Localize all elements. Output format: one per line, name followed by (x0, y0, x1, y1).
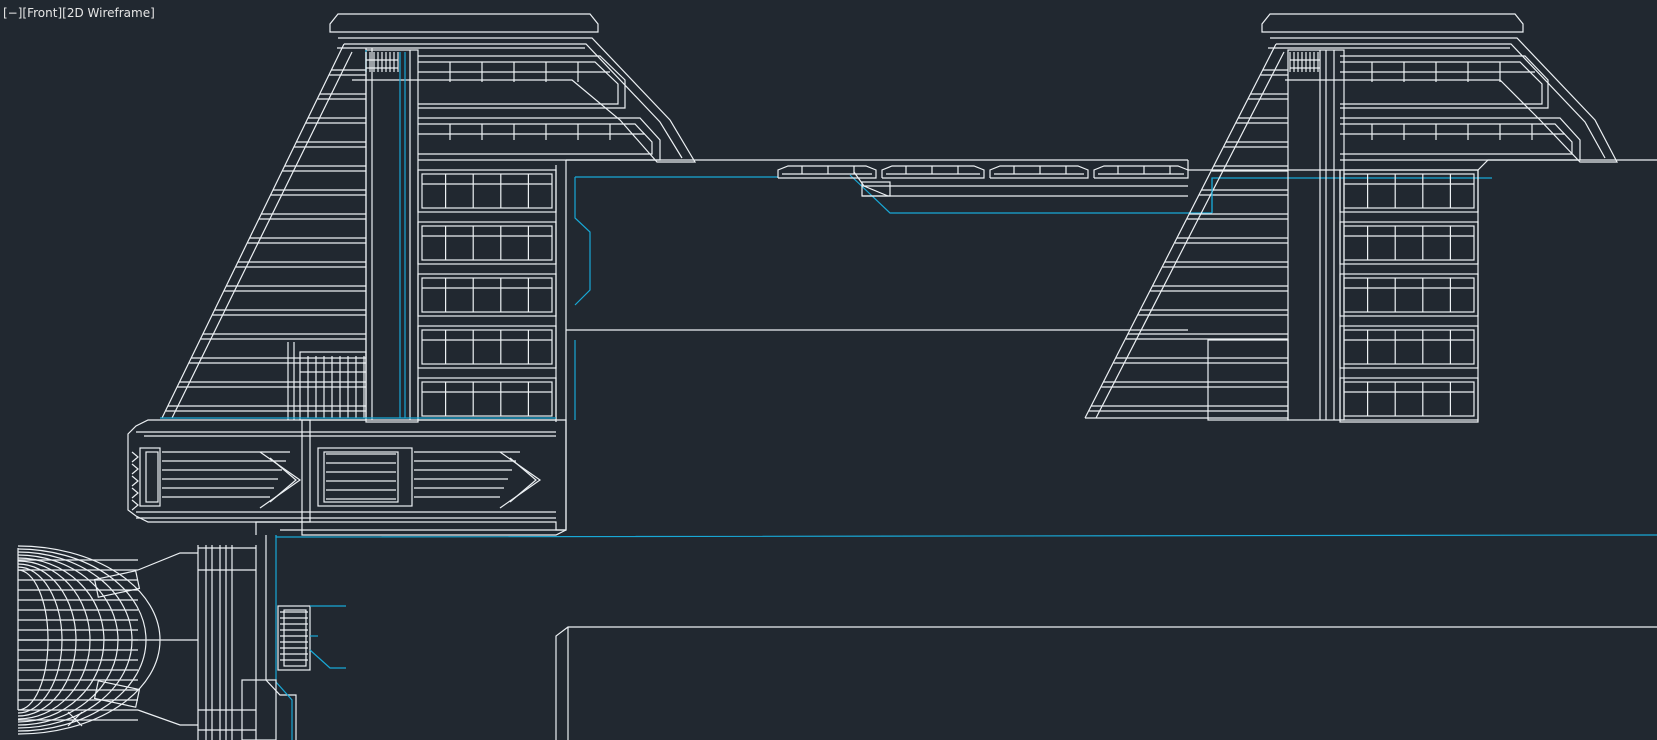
left-slope-outer (161, 43, 345, 419)
lower-left-dome (17, 535, 346, 740)
left-tower-accent (574, 177, 591, 306)
right-core (1287, 49, 1345, 421)
balcony-wide-inner (1340, 123, 1573, 155)
bridge-base-box (861, 181, 891, 197)
left-door-grid (300, 356, 366, 418)
podium-step (255, 521, 567, 536)
podium-slats (131, 451, 542, 511)
podium-end-ribs (131, 487, 139, 499)
viewport-label: [−][Front][2D Wireframe] (3, 6, 155, 20)
right-roof-cap (1261, 13, 1524, 33)
podium-chevron (509, 457, 537, 503)
balcony (417, 169, 557, 213)
bridge-segments (777, 165, 1189, 197)
balcony-inner (421, 173, 553, 209)
podium-end-ribs (131, 463, 139, 475)
podium-panel-1 (317, 447, 413, 507)
podium-end-ribs (131, 451, 139, 463)
balcony-inner (1343, 329, 1475, 365)
left-top-grid (365, 52, 399, 72)
machine-base-box (241, 679, 277, 740)
visual-style-menu[interactable]: [2D Wireframe] (62, 6, 155, 20)
lower-right-block (555, 626, 1657, 740)
dome-neck-bottom (137, 709, 198, 726)
balcony (1339, 273, 1479, 317)
balcony (417, 377, 557, 421)
left-roof-eave (338, 37, 697, 163)
bridge-connector (853, 171, 889, 197)
left-roof-cap (329, 13, 599, 33)
right-roof-eave (1270, 37, 1618, 163)
right-tower (1084, 13, 1657, 423)
right-roof-eave-inner (1276, 43, 1606, 159)
balcony-inner (1343, 277, 1475, 313)
dome-nozzle-top (93, 570, 141, 598)
podium-divider (301, 419, 311, 523)
left-slope-stripes (165, 69, 366, 412)
bridge-accent-conn (849, 174, 1212, 214)
bridge-segment (1093, 165, 1189, 179)
bridge-segment (777, 165, 877, 179)
podium-end-ribs (131, 475, 139, 487)
podium-chevron (269, 457, 297, 503)
right-notch (1207, 339, 1289, 421)
balcony (417, 273, 557, 317)
balcony-inner (421, 381, 553, 417)
bridge-segment (989, 165, 1089, 179)
podium-panel-2-inner (145, 451, 159, 503)
balcony-roof-inner (418, 61, 619, 105)
balcony-inner (421, 225, 553, 261)
machine-box-accent-3 (309, 649, 346, 669)
machine-pipe-accent (275, 535, 293, 740)
bridge-segment (881, 165, 985, 179)
right-tower-edge (1339, 170, 1479, 423)
balcony-inner (1343, 225, 1475, 261)
viewport-controls-menu[interactable]: [−] (3, 6, 23, 20)
left-balconies (417, 55, 661, 421)
right-slope-outer (1084, 43, 1277, 419)
dome-cross-2 (67, 711, 83, 727)
machine-box (277, 605, 311, 671)
balcony-roof (418, 55, 626, 109)
balcony (417, 325, 557, 369)
machine-pipe (265, 535, 297, 740)
right-slope-inner (1095, 51, 1285, 419)
balcony-inner (421, 329, 553, 365)
podium-panel-2 (139, 447, 161, 507)
balcony-roof-inner (1340, 61, 1543, 105)
podium-end-ribs (131, 499, 139, 511)
podium-panel-1-inner (323, 451, 399, 503)
view-cube-menu[interactable]: [Front] (22, 6, 63, 20)
balcony (417, 221, 557, 265)
machine-box-inner (283, 609, 307, 667)
balcony-roof (1340, 55, 1549, 109)
balcony-wide-inner (418, 123, 653, 155)
left-roof-eave-inner (344, 43, 683, 159)
balcony (1339, 221, 1479, 265)
left-slope-inner (171, 51, 353, 419)
right-slope-stripes (1089, 69, 1288, 412)
lower-block-outline (555, 626, 1657, 740)
balcony-inner (421, 277, 553, 313)
balcony (1339, 169, 1479, 213)
right-balconies (1339, 55, 1581, 421)
right-top-grid (1289, 52, 1320, 72)
machine-stack (197, 545, 308, 740)
balcony-inner (1343, 381, 1475, 417)
balcony (1339, 325, 1479, 369)
dome-neck-top (137, 552, 198, 571)
balcony-inner (1343, 173, 1475, 209)
bridge (566, 159, 1492, 420)
dome-nozzle-bottom (93, 680, 141, 708)
balcony (1339, 377, 1479, 421)
left-podium (127, 419, 1657, 538)
right-tower-ledge (1187, 159, 1657, 171)
podium-outline (127, 419, 567, 531)
